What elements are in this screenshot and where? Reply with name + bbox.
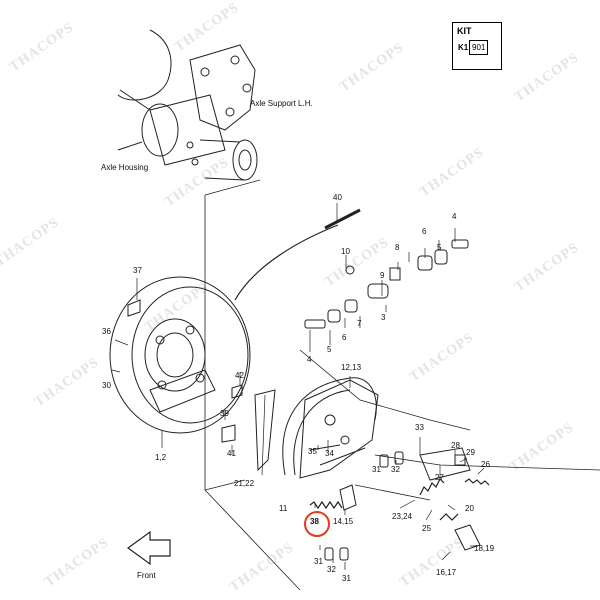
axle-housing-label: Axle Housing — [101, 163, 149, 172]
callout-5[interactable]: 5 — [437, 243, 442, 252]
callout-27[interactable]: 27 — [435, 473, 444, 482]
callout-33[interactable]: 33 — [415, 423, 424, 432]
brake-shoe-drawing — [254, 377, 379, 479]
callout-10[interactable]: 10 — [341, 247, 350, 256]
kit-box: KIT K1 901 — [452, 22, 502, 70]
callout-6[interactable]: 6 — [422, 227, 427, 236]
axle-support-label: Axle Support L.H. — [250, 99, 313, 108]
callout-38-highlighted[interactable]: 38 — [310, 517, 319, 526]
callout-16-17[interactable]: 16,17 — [436, 568, 457, 577]
callout-25[interactable]: 25 — [422, 524, 431, 533]
callout-35[interactable]: 35 — [308, 447, 317, 456]
callout-3[interactable]: 3 — [381, 313, 386, 322]
callout-32[interactable]: 32 — [391, 465, 400, 474]
callout-5[interactable]: 5 — [327, 345, 332, 354]
callout-34[interactable]: 34 — [325, 449, 334, 458]
axle-support-drawing — [117, 29, 258, 181]
callout-31[interactable]: 31 — [372, 465, 381, 474]
callout-7[interactable]: 7 — [357, 319, 362, 328]
callout-21-22[interactable]: 21,22 — [234, 479, 255, 488]
callout-32[interactable]: 32 — [327, 565, 336, 574]
kit-code: K1 — [458, 43, 469, 52]
callout-6[interactable]: 6 — [342, 333, 347, 342]
callout-37[interactable]: 37 — [133, 266, 142, 275]
callout-31[interactable]: 31 — [314, 557, 323, 566]
callout-4[interactable]: 4 — [307, 355, 312, 364]
callout-41[interactable]: 41 — [227, 449, 236, 458]
callout-12-13[interactable]: 12,13 — [341, 363, 362, 372]
callout-8[interactable]: 8 — [395, 243, 400, 252]
callout-42[interactable]: 42 — [235, 371, 244, 380]
callout-4[interactable]: 4 — [452, 212, 457, 221]
callout-39[interactable]: 39 — [220, 409, 229, 418]
highlight-circle[interactable] — [304, 511, 330, 537]
kit-title: KIT — [457, 26, 472, 36]
callout-23-24[interactable]: 23,24 — [392, 512, 413, 521]
callout-28[interactable]: 28 — [451, 441, 460, 450]
callout-14-15[interactable]: 14,15 — [333, 517, 354, 526]
callout-18-19[interactable]: 18,19 — [474, 544, 495, 553]
callout-31[interactable]: 31 — [342, 574, 351, 583]
callout-1-2[interactable]: 1,2 — [155, 453, 167, 462]
callout-30[interactable]: 30 — [102, 381, 111, 390]
callout-40[interactable]: 40 — [333, 193, 342, 202]
kit-number: 901 — [469, 40, 489, 55]
front-arrow-icon — [126, 530, 171, 566]
callout-29[interactable]: 29 — [466, 448, 475, 457]
callout-36[interactable]: 36 — [102, 327, 111, 336]
callout-9[interactable]: 9 — [380, 271, 385, 280]
callout-20[interactable]: 20 — [465, 504, 474, 513]
callout-11[interactable]: 11 — [279, 504, 288, 513]
front-label: Front — [137, 571, 156, 580]
callout-26[interactable]: 26 — [481, 460, 490, 469]
backing-plate-drawing — [109, 276, 251, 434]
